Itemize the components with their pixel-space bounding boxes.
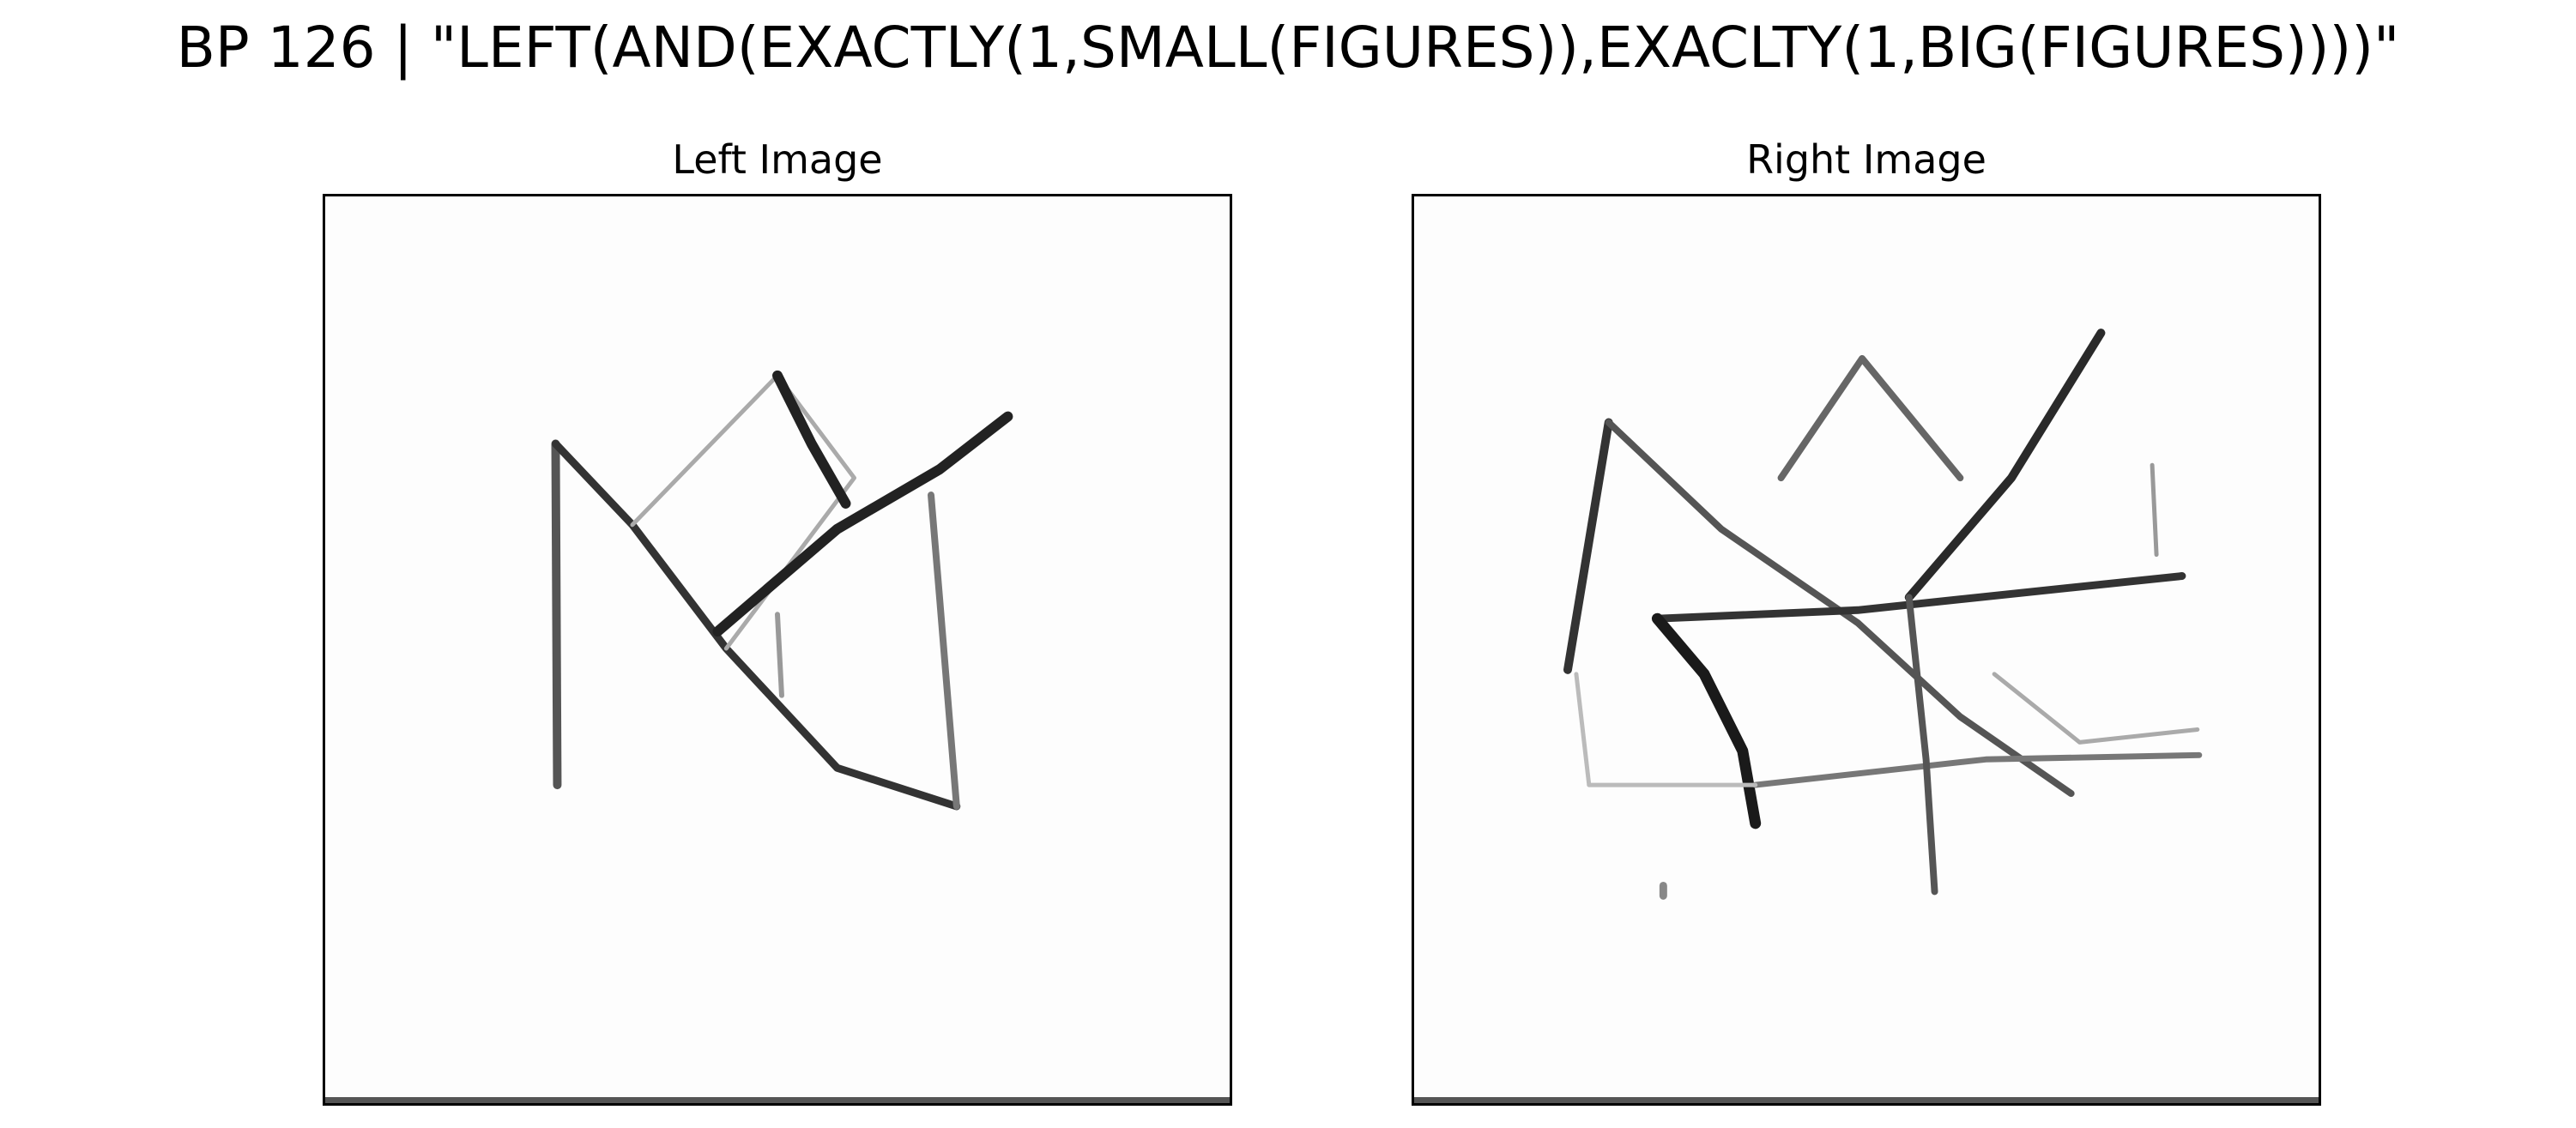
right-image-drawing xyxy=(1563,329,2203,900)
right-image-frame xyxy=(1412,194,2321,1106)
right-stroke-up-right xyxy=(1904,329,2106,602)
figure-title: BP 126 | "LEFT(AND(EXACTLY(1,SMALL(FIGUR… xyxy=(176,15,2400,81)
right-stroke-horizontal xyxy=(1653,572,2186,623)
left-stroke-inner xyxy=(775,612,784,698)
left-stroke-long xyxy=(712,411,1013,637)
left-stroke-peak xyxy=(772,370,851,509)
right-stroke-right-vertical xyxy=(2150,462,2159,558)
right-stroke-curve xyxy=(1651,612,1762,829)
right-stroke-faint-left xyxy=(1574,672,1592,787)
right-stroke-main-diagonal xyxy=(1605,419,2075,798)
right-image-bottom-bar xyxy=(1414,1097,2319,1103)
right-stroke-lower xyxy=(1752,751,2203,788)
right-image-title: Right Image xyxy=(1746,136,1986,183)
left-image-frame xyxy=(323,194,1232,1106)
left-stroke-right xyxy=(928,492,960,810)
right-stroke-right-diagonal xyxy=(1992,672,2200,745)
left-image-title: Left Image xyxy=(672,136,883,183)
right-stroke-left-vertical xyxy=(1563,418,1613,674)
left-image-bottom-bar xyxy=(325,1097,1230,1103)
left-stroke-vertical xyxy=(551,439,562,790)
left-image-drawing xyxy=(551,370,1013,811)
right-stroke-inner-vertical xyxy=(1905,594,1938,896)
right-stroke-peak xyxy=(1777,354,1964,482)
